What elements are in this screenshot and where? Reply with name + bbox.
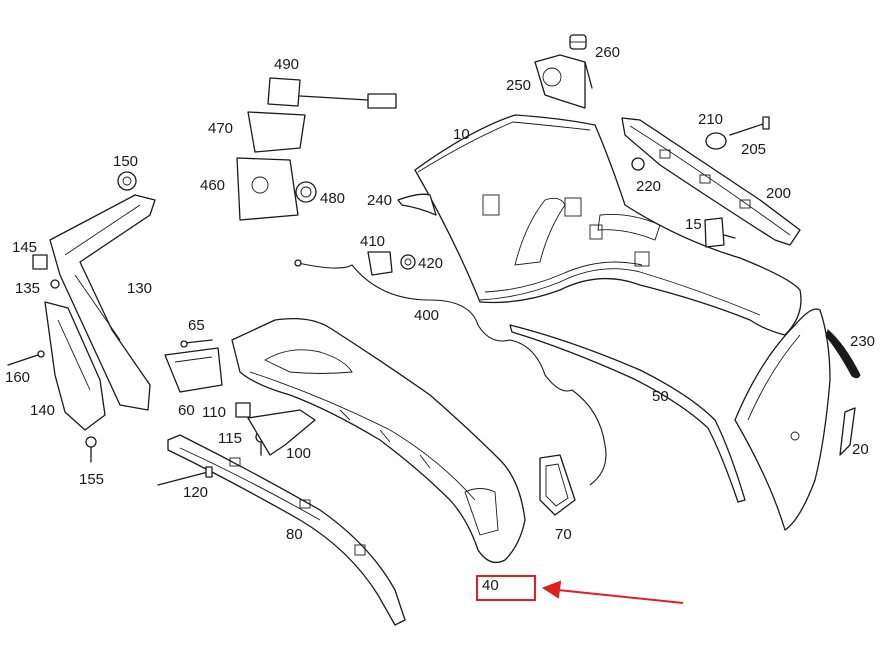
part-20-bumper-corner[interactable] (734, 308, 856, 531)
part-100-bracket[interactable] (247, 409, 316, 456)
label-400: 400 (414, 307, 439, 324)
label-460: 460 (200, 177, 225, 194)
part-145-clip[interactable] (32, 254, 48, 270)
part-50-trim-strip[interactable] (509, 324, 746, 503)
label-160: 160 (5, 369, 30, 386)
part-490-sensor-cable[interactable] (267, 77, 397, 109)
label-220: 220 (636, 178, 661, 195)
part-130-side-bracket[interactable] (49, 194, 156, 411)
part-230-reflector[interactable] (825, 329, 861, 379)
label-470: 470 (208, 120, 233, 137)
label-135: 135 (15, 280, 40, 297)
part-220-grommet[interactable] (631, 157, 645, 171)
highlight-box (476, 575, 536, 601)
part-400-wiring-harness[interactable] (297, 262, 607, 486)
part-250-sensor-bracket[interactable] (534, 54, 593, 109)
part-110-clip[interactable] (235, 402, 251, 418)
part-480-grommet[interactable] (295, 181, 317, 203)
label-155: 155 (79, 471, 104, 488)
label-40: 40 (482, 577, 499, 594)
label-50: 50 (652, 388, 669, 405)
label-210: 210 (698, 111, 723, 128)
label-15: 15 (685, 216, 702, 233)
part-460-holder[interactable] (236, 157, 299, 221)
label-240: 240 (367, 192, 392, 209)
label-205: 205 (741, 141, 766, 158)
label-130: 130 (127, 280, 152, 297)
part-210-washer[interactable] (705, 132, 727, 150)
part-40-lower-panel[interactable] (231, 317, 526, 564)
label-230: 230 (850, 333, 875, 350)
part-140-lower-bracket[interactable] (44, 301, 106, 431)
part-70-cover-frame[interactable] (539, 454, 576, 516)
label-145: 145 (12, 239, 37, 256)
part-10-bumper-cover[interactable] (414, 114, 802, 336)
part-200-carrier-rail[interactable] (621, 117, 801, 246)
label-80: 80 (286, 526, 303, 543)
part-400-connector (294, 259, 302, 267)
part-150-clip[interactable] (117, 171, 137, 191)
part-120-screw[interactable] (157, 466, 213, 486)
label-140: 140 (30, 402, 55, 419)
part-410-sensor[interactable] (367, 251, 393, 276)
part-420-ring[interactable] (400, 254, 416, 270)
part-65-screw[interactable] (180, 339, 213, 348)
label-120: 120 (183, 484, 208, 501)
part-60-reflector[interactable] (164, 347, 223, 393)
label-100: 100 (286, 445, 311, 462)
label-110: 110 (202, 404, 226, 421)
part-205-pin[interactable] (729, 116, 770, 136)
label-250: 250 (506, 77, 531, 94)
label-20: 20 (852, 441, 869, 458)
label-10: 10 (453, 126, 470, 143)
part-160-screw[interactable] (7, 350, 45, 366)
part-15-bracket[interactable] (704, 217, 736, 248)
label-60: 60 (178, 402, 195, 419)
part-135-clip[interactable] (50, 279, 60, 289)
label-150: 150 (113, 153, 138, 170)
label-480: 480 (320, 190, 345, 207)
part-240-trim[interactable] (397, 193, 437, 216)
label-65: 65 (188, 317, 205, 334)
label-420: 420 (418, 255, 443, 272)
label-115: 115 (218, 430, 242, 447)
label-260: 260 (595, 44, 620, 61)
label-410: 410 (360, 233, 385, 250)
label-200: 200 (766, 185, 791, 202)
part-80-carrier-strip[interactable] (167, 434, 406, 626)
part-260-sensor[interactable] (569, 34, 587, 50)
highlight-arrow (541, 580, 684, 604)
label-490: 490 (274, 56, 299, 73)
label-70: 70 (555, 526, 572, 543)
part-155-screw[interactable] (85, 436, 97, 463)
part-470-housing[interactable] (247, 111, 306, 153)
